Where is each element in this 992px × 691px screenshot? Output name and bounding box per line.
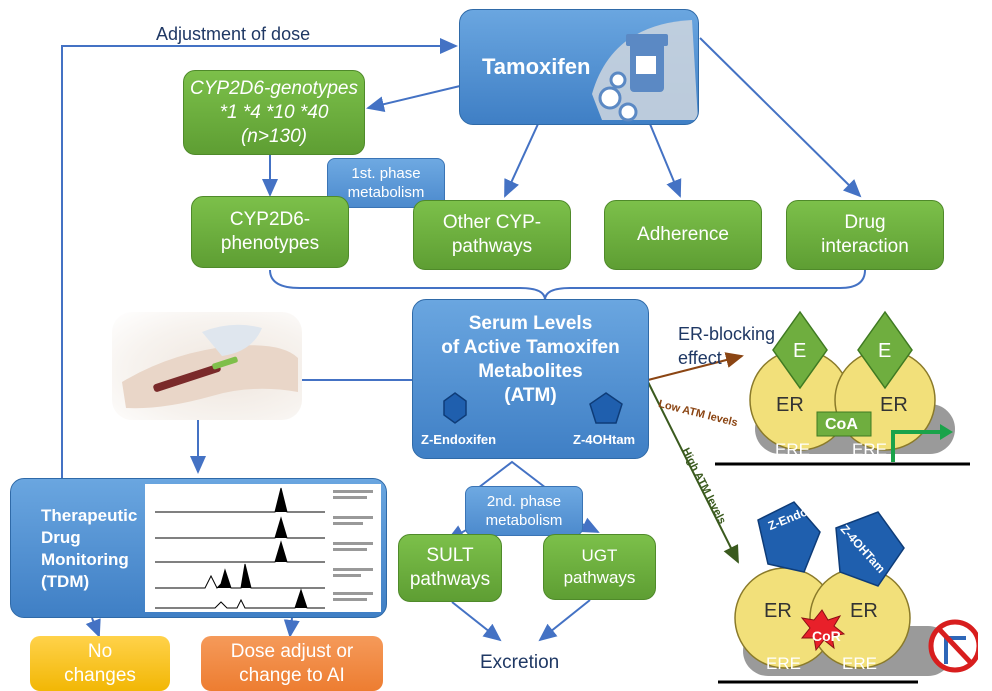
phenotypes-line2: phenotypes [220, 233, 320, 254]
tam-to-interaction-arrow [699, 37, 862, 198]
receptor-antagonist-diagram [718, 501, 978, 684]
tdm-to-nochange-arrow [85, 617, 101, 638]
excretion-label: Excretion [480, 652, 560, 673]
adherence-label: Adherence [637, 224, 729, 245]
genotypes-title: CYP2D6-genotypes [190, 77, 358, 99]
tam-to-adherence-arrow [649, 123, 682, 198]
first-phase-line1: 1st. phase [351, 165, 421, 182]
receptor-agonist-diagram [715, 310, 970, 466]
z-endoxifen-label: Z-Endoxifen [421, 432, 497, 447]
second-phase-line2: metabolism [485, 512, 563, 529]
sult-to-excretion-arrow [451, 601, 502, 642]
sult-node: SULT pathways [398, 534, 502, 602]
dose-adjust-node: Dose adjust or change to AI [201, 636, 383, 691]
bottom-er1-label: ER [764, 600, 792, 622]
ugt-node: UGT pathways [543, 534, 656, 600]
top-er1-label: ER [776, 394, 804, 416]
er-blocking-label: ER-blocking effect [678, 322, 775, 370]
dose-feedback-line [61, 38, 458, 478]
serum-line3: Metabolites [478, 361, 583, 382]
other-cyp-line1: Other CYP- [442, 212, 542, 233]
top-ere1-label: ERE [775, 440, 810, 459]
no-changes-line1: No [87, 640, 113, 662]
serum-line4: (ATM) [504, 385, 557, 406]
bottom-ere1-label: ERE [766, 654, 801, 673]
tdm-line2: Drug [41, 528, 81, 547]
top-er2-label: ER [880, 394, 908, 416]
tdm-line1: Therapeutic [41, 506, 138, 525]
high-atm-arrow [647, 381, 739, 564]
drug-interaction-line1: Drug [844, 212, 886, 233]
genotypes-alleles: *1 *4 *10 *40 [219, 101, 329, 123]
first-phase-node: 1st. phase metabolism [327, 158, 445, 208]
adjustment-of-dose-label: Adjustment of dose [156, 24, 311, 44]
tdm-node: Therapeutic Drug Monitoring (TDM) [10, 478, 387, 618]
drug-interaction-line2: interaction [821, 236, 909, 257]
serum-line1: Serum Levels [468, 313, 593, 334]
arm-illustration [122, 324, 298, 409]
serum-levels-node: Serum Levels of Active Tamoxifen Metabol… [412, 299, 649, 459]
tamoxifen-node: Tamoxifen [459, 9, 699, 125]
pill-bottle-icon [592, 20, 698, 122]
drug-interaction-node: Drug interaction [786, 200, 944, 270]
tdm-to-dose-arrow [283, 617, 300, 638]
ugt-line2: pathways [563, 568, 636, 587]
top-ere2-label: ERE [852, 440, 887, 459]
top-coa-label: CoA [825, 416, 858, 433]
tam-to-genotypes-arrow [366, 85, 461, 113]
tdm-line3: Monitoring [41, 550, 129, 569]
top-e2-label: E [878, 340, 892, 362]
er-blocking-line2: effect [678, 348, 722, 368]
blood-sampling-photo [112, 312, 302, 420]
serum-to-second-phase [477, 460, 547, 489]
tdm-label: Therapeutic Drug Monitoring (TDM) [41, 505, 137, 593]
er-blocking-line1: ER-blocking [678, 324, 776, 344]
adherence-node: Adherence [604, 200, 762, 270]
tamoxifen-label: Tamoxifen [482, 54, 591, 79]
4ohtam-pentagon-icon [589, 392, 623, 424]
cyp2d6-phenotypes-node: CYP2D6- phenotypes [191, 196, 349, 268]
bottom-ere2-label: ERE [842, 654, 877, 673]
dose-adjust-line1: Dose adjust or [230, 640, 354, 662]
bottom-er2-label: ER [850, 600, 878, 622]
serum-brace [269, 269, 866, 301]
endoxifen-hexagon-icon [443, 392, 467, 424]
chromatogram-image [145, 484, 381, 612]
dose-adjust-line2: change to AI [239, 664, 345, 686]
ugt-to-excretion-arrow [538, 599, 591, 642]
z-4ohtam-label: Z-4OHtam [573, 432, 636, 447]
second-phase-node: 2nd. phase metabolism [465, 486, 583, 536]
sult-line2: pathways [409, 569, 491, 590]
tam-to-othercyp-arrow [504, 123, 539, 198]
phenotypes-line1: CYP2D6- [229, 209, 311, 230]
no-changes-node: No changes [30, 636, 170, 691]
tdm-line4: (TDM) [41, 572, 90, 591]
ugt-line1: UGT [581, 546, 618, 565]
second-phase-line1: 2nd. phase [486, 493, 562, 510]
cyp2d6-genotypes-node: CYP2D6-genotypes *1 *4 *10 *40 (n>130) [183, 70, 365, 155]
genotypes-count: (n>130) [240, 125, 308, 147]
serum-line2: of Active Tamoxifen [441, 337, 620, 358]
top-e1-label: E [793, 340, 807, 362]
other-cyp-line2: pathways [451, 236, 533, 257]
sult-line1: SULT [426, 545, 474, 566]
low-atm-arrow [647, 352, 744, 381]
no-changes-line2: changes [64, 664, 136, 686]
first-phase-line2: metabolism [347, 184, 425, 201]
bottom-cor-label: CoR [812, 628, 841, 644]
other-cyp-node: Other CYP- pathways [413, 200, 571, 270]
